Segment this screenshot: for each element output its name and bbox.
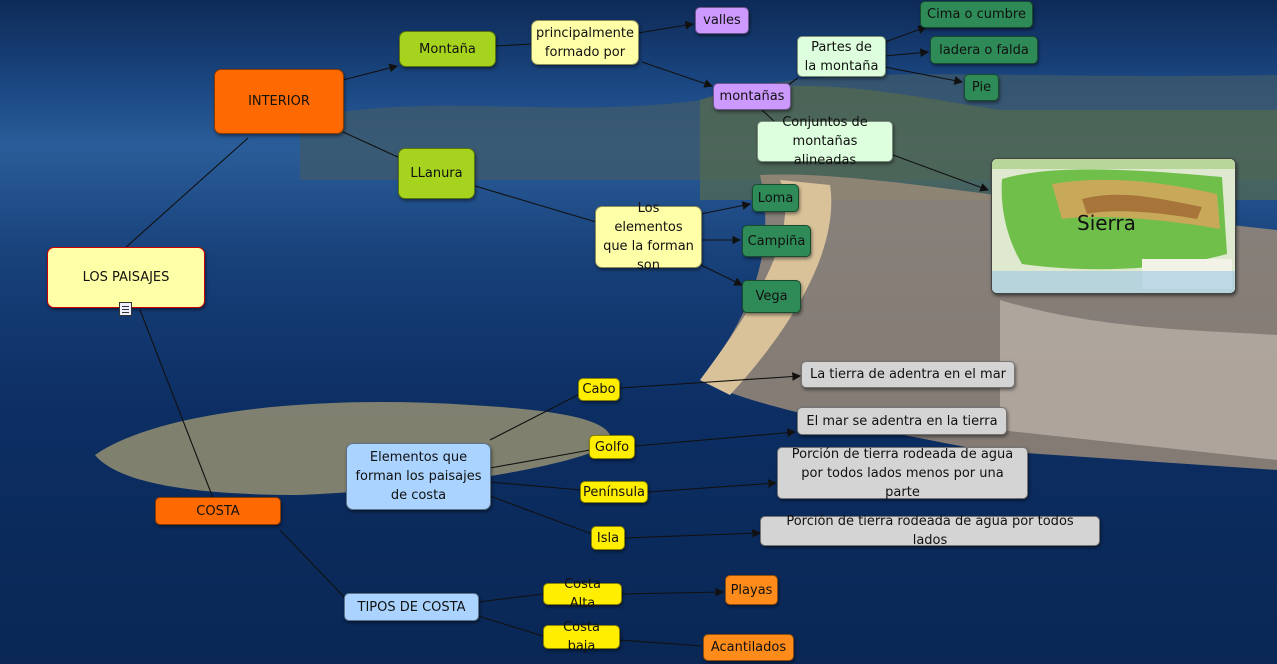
costa-node[interactable]: COSTA: [155, 497, 281, 525]
montana-node[interactable]: Montaña: [399, 31, 496, 67]
llanura-node[interactable]: LLanura: [398, 148, 475, 199]
def-cabo-node[interactable]: La tierra de adentra en el mar: [801, 361, 1015, 388]
conjuntos-node[interactable]: Conjuntos de montañas alineadas: [757, 115, 893, 168]
document-icon[interactable]: [119, 302, 132, 316]
playas-node[interactable]: Playas: [725, 575, 778, 605]
def-golfo-node[interactable]: El mar se adentra en la tierra: [797, 407, 1007, 435]
isla-node[interactable]: Isla: [591, 526, 625, 550]
principalmente-node[interactable]: principalmente formado por: [531, 20, 639, 65]
costa-baja-node[interactable]: Costa baja: [543, 620, 620, 654]
costa-alta-node[interactable]: Costa Alta: [543, 577, 622, 611]
elementos-costa-node[interactable]: Elementos que forman los paisajes de cos…: [346, 443, 491, 510]
cabo-node[interactable]: Cabo: [578, 378, 620, 401]
valles-node[interactable]: valles: [695, 7, 749, 34]
campina-node[interactable]: Campiña: [742, 225, 811, 257]
map-drawing: [992, 159, 1235, 293]
interior-node[interactable]: INTERIOR: [214, 69, 344, 134]
def-peninsula-node[interactable]: Porción de tierra rodeada de agua por to…: [777, 447, 1028, 500]
cima-node[interactable]: Cima o cumbre: [920, 1, 1033, 28]
elementos-llanura-node[interactable]: Los elementos que la forman son: [595, 201, 702, 273]
def-isla-node[interactable]: Porción de tierra rodeada de agua por to…: [760, 514, 1100, 548]
acantilados-node[interactable]: Acantilados: [703, 634, 794, 661]
tipos-costa-node[interactable]: TIPOS DE COSTA: [344, 593, 479, 621]
map-label: Sierra: [1077, 211, 1136, 235]
montanas-node[interactable]: montañas: [713, 83, 791, 110]
peninsula-node[interactable]: Península: [580, 481, 648, 503]
loma-node[interactable]: Loma: [752, 184, 799, 212]
pie-node[interactable]: Pie: [964, 74, 999, 101]
root-node[interactable]: LOS PAISAJES: [47, 247, 205, 308]
golfo-node[interactable]: Golfo: [589, 435, 635, 459]
ladera-node[interactable]: ladera o falda: [930, 36, 1038, 64]
vega-node[interactable]: Vega: [742, 280, 801, 313]
relief-map-image: Sierra: [991, 158, 1236, 294]
partes-montana-node[interactable]: Partes de la montaña: [797, 36, 886, 77]
